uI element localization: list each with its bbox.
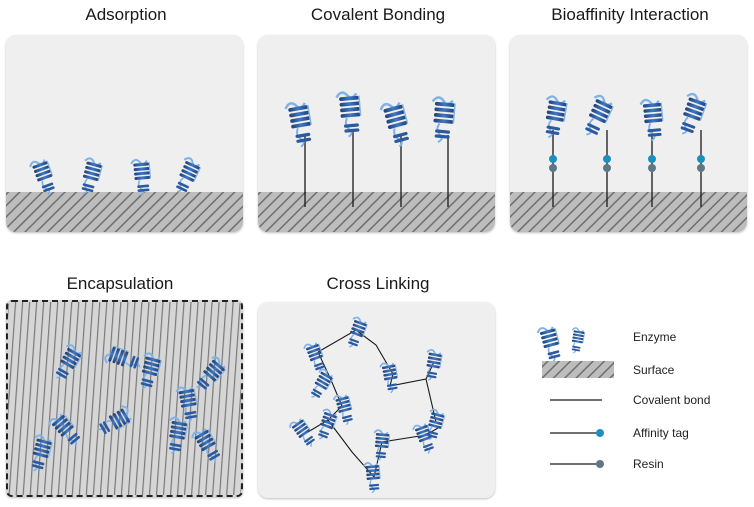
legend-label-surface: Surface: [633, 363, 675, 377]
affinity-tag-dot: [648, 155, 656, 163]
enzyme: [331, 392, 357, 428]
resin-dot: [603, 164, 611, 172]
resin-dot: [697, 164, 705, 172]
affinity-tag-dot: [697, 155, 705, 163]
panel-covalent-bonding: [258, 35, 495, 232]
enzyme: [427, 95, 457, 145]
crosslink-bonds: [307, 329, 439, 478]
title-cross-linking: Cross Linking: [326, 274, 430, 293]
panel-cross-linking: [258, 302, 495, 498]
enzyme: [169, 155, 203, 198]
enzyme: [371, 428, 391, 463]
enzyme: [421, 348, 444, 383]
covalent-diagram: [258, 89, 495, 232]
legend-surface-swatch: [542, 361, 614, 378]
legend-label-affinity-tag: Affinity tag: [633, 426, 689, 440]
affinity-tag-dot: [549, 155, 557, 163]
enzyme: [342, 315, 370, 351]
title-adsorption: Adsorption: [85, 5, 167, 24]
title-covalent-bonding: Covalent Bonding: [310, 5, 446, 24]
resin-dot: [648, 164, 656, 172]
surface-strip: [6, 192, 243, 232]
title-bioaffinity-interaction: Bioaffinity Interaction: [551, 5, 709, 24]
enzyme: [539, 94, 569, 141]
legend-enzyme-symbol: [535, 323, 586, 365]
bioaffinity-diagram: [510, 91, 747, 232]
enzyme: [287, 415, 320, 452]
encapsulation-diagram: [8, 302, 241, 495]
legend-label-resin: Resin: [633, 457, 664, 471]
legend-symbols: [535, 323, 614, 468]
enzyme: [639, 97, 666, 143]
enzyme: [305, 366, 336, 403]
legend: Enzyme Surface Covalent bond Affinity ta…: [530, 310, 750, 490]
enzyme: [577, 92, 617, 141]
legend-label-enzyme: Enzyme: [633, 330, 677, 344]
affinity-tag-dot: [603, 155, 611, 163]
enzyme: [75, 156, 105, 198]
enzyme: [673, 91, 710, 140]
enzyme: [27, 156, 60, 199]
legend-affinity-tag-dot: [596, 429, 604, 437]
panel-adsorption: [6, 35, 243, 232]
enzyme: [362, 461, 383, 495]
surface-strip: [258, 192, 495, 232]
enzyme: [334, 89, 364, 139]
enzyme: [378, 98, 415, 151]
title-encapsulation: Encapsulation: [66, 274, 174, 293]
crosslinking-diagram: [287, 315, 447, 495]
panel-encapsulation: [6, 300, 243, 497]
matrix-background: [8, 302, 241, 495]
enzyme: [283, 99, 316, 150]
surface-strip: [510, 192, 747, 232]
adsorption-diagram: [6, 155, 243, 232]
legend-label-covalent-bond: Covalent bond: [633, 393, 711, 407]
resin-dot: [549, 164, 557, 172]
panel-bioaffinity-interaction: [510, 35, 747, 232]
legend-resin-dot: [596, 460, 604, 468]
enzyme: [129, 157, 153, 197]
enzyme: [378, 360, 401, 395]
